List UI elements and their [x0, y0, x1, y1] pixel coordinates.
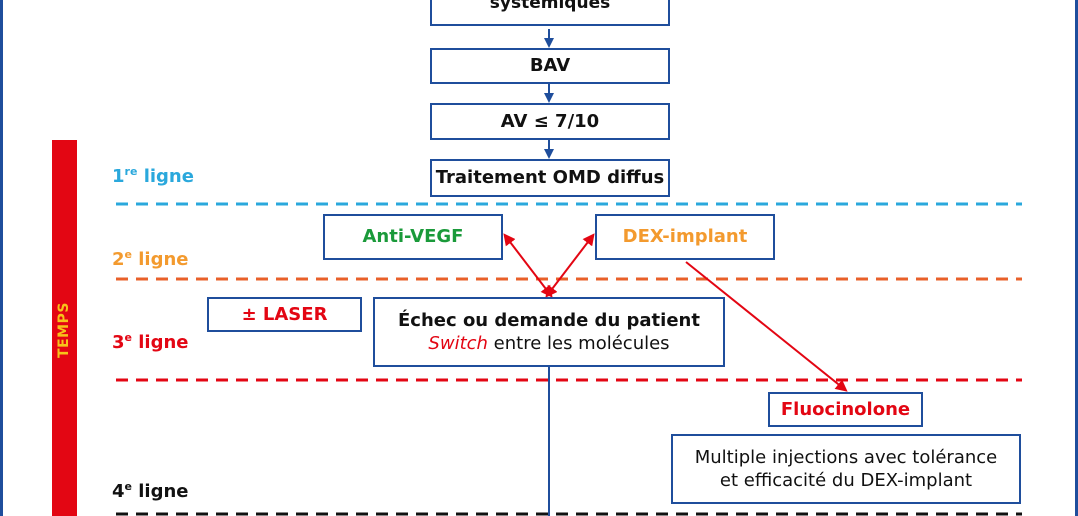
bav-box: BAV — [430, 48, 670, 84]
temps-label: TEMPS — [56, 302, 72, 358]
fluocinolone-box: Fluocinolone — [768, 392, 923, 427]
switch-word: Switch — [428, 333, 488, 354]
temps-bar — [52, 140, 77, 516]
fluocinolone-box-text: Fluocinolone — [780, 398, 911, 420]
multiple-injections-box: Multiple injections avec tolérance et ef… — [671, 434, 1021, 504]
line-label-3-word: ligne — [132, 332, 189, 353]
laser-box-text: ± LASER — [241, 303, 328, 325]
antivegf-box-text: Anti-VEGF — [362, 226, 464, 248]
arrow-dex-fluocinolone — [685, 261, 848, 392]
echec-box-line1: Échec ou demande du patient — [398, 309, 700, 331]
multiple-injections-line2: et efficacité du DEX-implant — [719, 470, 973, 491]
line-label-1-num: 1 — [112, 166, 125, 187]
line-label-2-num: 2 — [112, 249, 125, 270]
line-label-2-word: ligne — [132, 249, 189, 270]
line-label-2-sup: e — [124, 248, 132, 261]
echec-box: Échec ou demande du patient Switch entre… — [373, 297, 725, 367]
av-box: AV ≤ 7/10 — [430, 103, 670, 140]
systemic-box-text: systémiques — [489, 0, 611, 13]
av-box-text: AV ≤ 7/10 — [500, 110, 600, 132]
line-label-2: 2e ligne — [112, 248, 189, 270]
arrow-antivegf-echec — [503, 233, 553, 298]
line-label-4-sup: e — [124, 480, 132, 493]
systemic-box: systémiques — [430, 0, 670, 26]
line-label-1: 1re ligne — [112, 165, 194, 187]
line-label-4: 4e ligne — [112, 480, 189, 502]
dex-implant-box-text: DEX-implant — [622, 226, 748, 248]
traitement-box: Traitement OMD diffus — [430, 159, 670, 197]
echec-box-line2: Switch entre les molécules — [428, 332, 669, 355]
dex-implant-box: DEX-implant — [595, 214, 775, 260]
line-label-4-num: 4 — [112, 481, 125, 502]
traitement-box-text: Traitement OMD diffus — [435, 167, 665, 189]
echec-box-line2-rest: entre les molécules — [487, 333, 670, 354]
line-label-1-sup: re — [124, 165, 138, 178]
line-label-3-num: 3 — [112, 332, 125, 353]
line-label-3-sup: e — [124, 331, 132, 344]
antivegf-box: Anti-VEGF — [323, 214, 503, 260]
line-label-4-word: ligne — [132, 481, 189, 502]
arrow-dex-echec — [545, 233, 595, 298]
bav-box-text: BAV — [529, 55, 571, 77]
multiple-injections-line1: Multiple injections avec tolérance — [694, 446, 998, 468]
line-label-1-word: ligne — [137, 166, 194, 187]
laser-box: ± LASER — [207, 297, 362, 332]
line-label-3: 3e ligne — [112, 331, 189, 353]
